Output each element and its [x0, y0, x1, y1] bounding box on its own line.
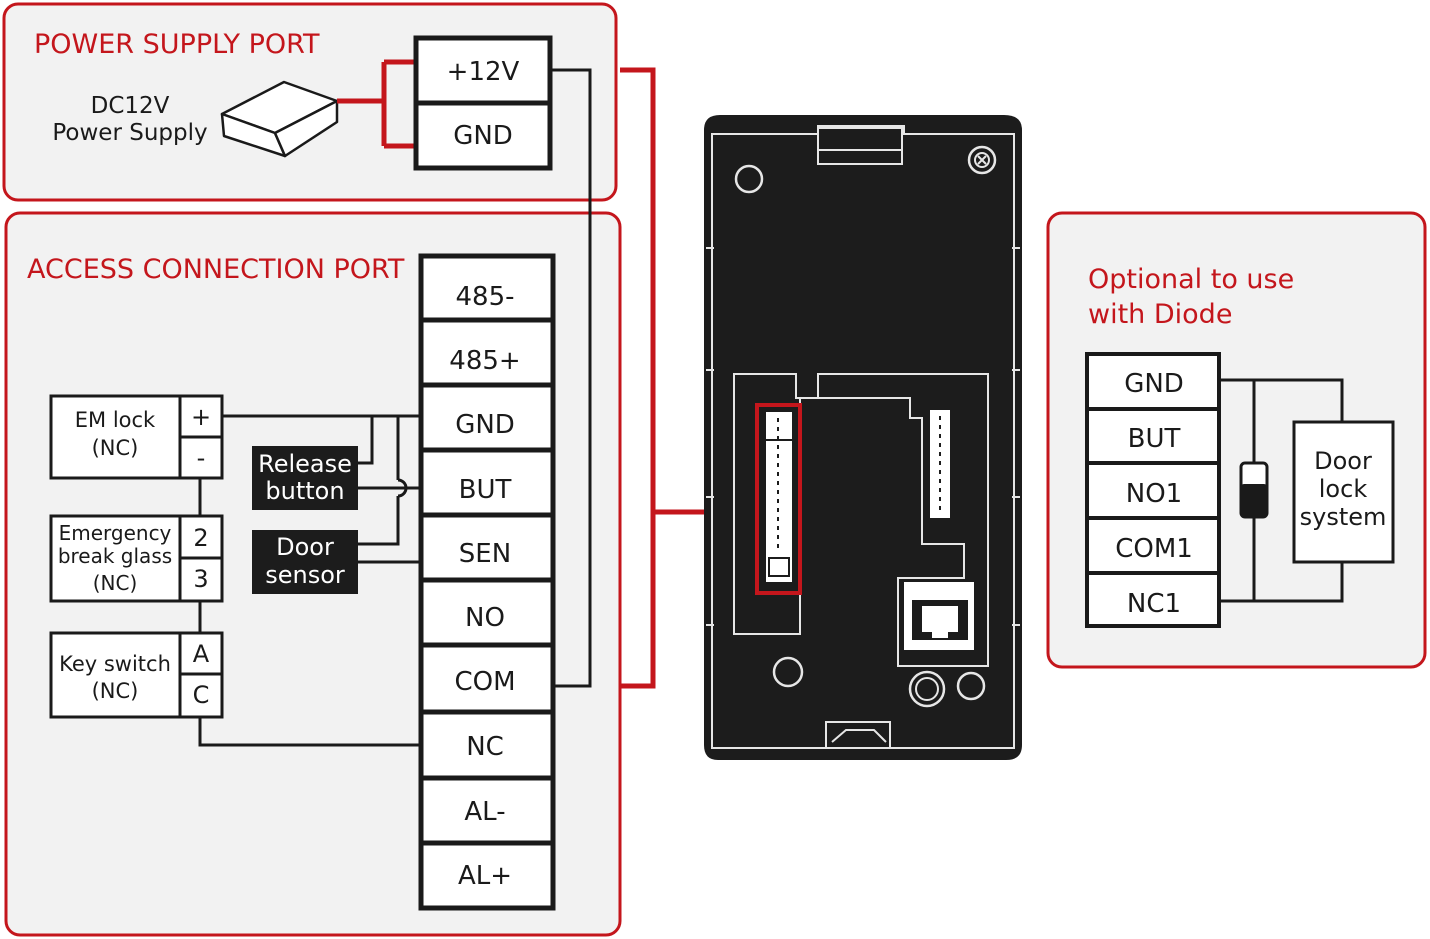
terminal-gnd: GND	[455, 410, 515, 440]
door-sensor-label-line1: Door	[276, 533, 334, 561]
power-supply-title: POWER SUPPLY PORT	[34, 29, 320, 60]
terminal-al-minus: AL-	[464, 797, 505, 827]
black-wires	[198, 68, 592, 747]
door-lock-label-line2: lock	[1319, 475, 1368, 503]
emergency-label-line2: break glass	[58, 544, 172, 568]
em-lock-label-line1: EM lock	[75, 408, 156, 432]
key-switch-pin-c: C	[193, 681, 210, 709]
terminal-power-gnd: GND	[453, 121, 513, 151]
em-lock-label-line2: (NC)	[92, 436, 139, 460]
diode-option-title-line1: Optional to use	[1088, 264, 1294, 295]
supply-label-line2: Power Supply	[52, 120, 207, 146]
diode-option-title-line2: with Diode	[1088, 299, 1232, 330]
access-terminal-block	[418, 253, 556, 911]
power-supply-icon	[220, 80, 339, 158]
em-lock-pin-plus: +	[191, 403, 211, 431]
emergency-pin-2: 2	[193, 524, 208, 552]
key-switch-pin-a: A	[193, 640, 210, 668]
terminal-al-plus: AL+	[458, 861, 512, 891]
diode-wires	[1219, 378, 1344, 603]
key-switch-label-line1: Key switch	[59, 652, 171, 676]
release-button-label-line1: Release	[258, 450, 352, 478]
diode-terminal-com1: COM1	[1115, 534, 1193, 564]
terminal-nc: NC	[466, 732, 504, 762]
emergency-label-line3: (NC)	[93, 571, 138, 595]
supply-label-line1: DC12V	[91, 93, 170, 119]
device-back-panel	[704, 115, 1022, 760]
terminal-sen: SEN	[459, 539, 511, 569]
em-lock-box	[49, 394, 224, 480]
diode-terminal-nc1: NC1	[1127, 589, 1181, 619]
door-lock-label-line1: Door	[1314, 447, 1372, 475]
diode-icon	[1239, 461, 1269, 519]
diode-terminal-block	[1085, 352, 1221, 628]
door-lock-system-box	[1292, 420, 1395, 564]
access-connection-title: ACCESS CONNECTION PORT	[27, 254, 405, 285]
key-switch-label-line2: (NC)	[92, 679, 139, 703]
terminal-485-minus: 485-	[455, 282, 514, 312]
em-lock-pin-minus: -	[197, 444, 206, 472]
diode-terminal-no1: NO1	[1126, 479, 1182, 509]
emergency-pin-3: 3	[193, 565, 208, 593]
door-lock-label-line3: system	[1300, 503, 1387, 531]
power-terminal-block	[413, 35, 553, 171]
release-button-label-line2: button	[265, 477, 344, 505]
terminal-485-plus: 485+	[449, 346, 520, 376]
door-sensor-box	[252, 530, 358, 594]
terminal-no: NO	[465, 603, 505, 633]
diode-terminal-gnd: GND	[1124, 369, 1184, 399]
emergency-label-line1: Emergency	[59, 521, 172, 545]
door-sensor-label-line2: sensor	[265, 561, 345, 589]
emergency-break-glass-box	[49, 514, 224, 603]
terminal-12v: +12V	[447, 57, 520, 87]
terminal-com: COM	[454, 667, 515, 697]
terminal-but: BUT	[459, 475, 512, 505]
supply-leads	[337, 59, 416, 149]
release-button-box	[252, 446, 358, 510]
diode-terminal-but: BUT	[1128, 424, 1181, 454]
key-switch-box	[49, 631, 224, 719]
